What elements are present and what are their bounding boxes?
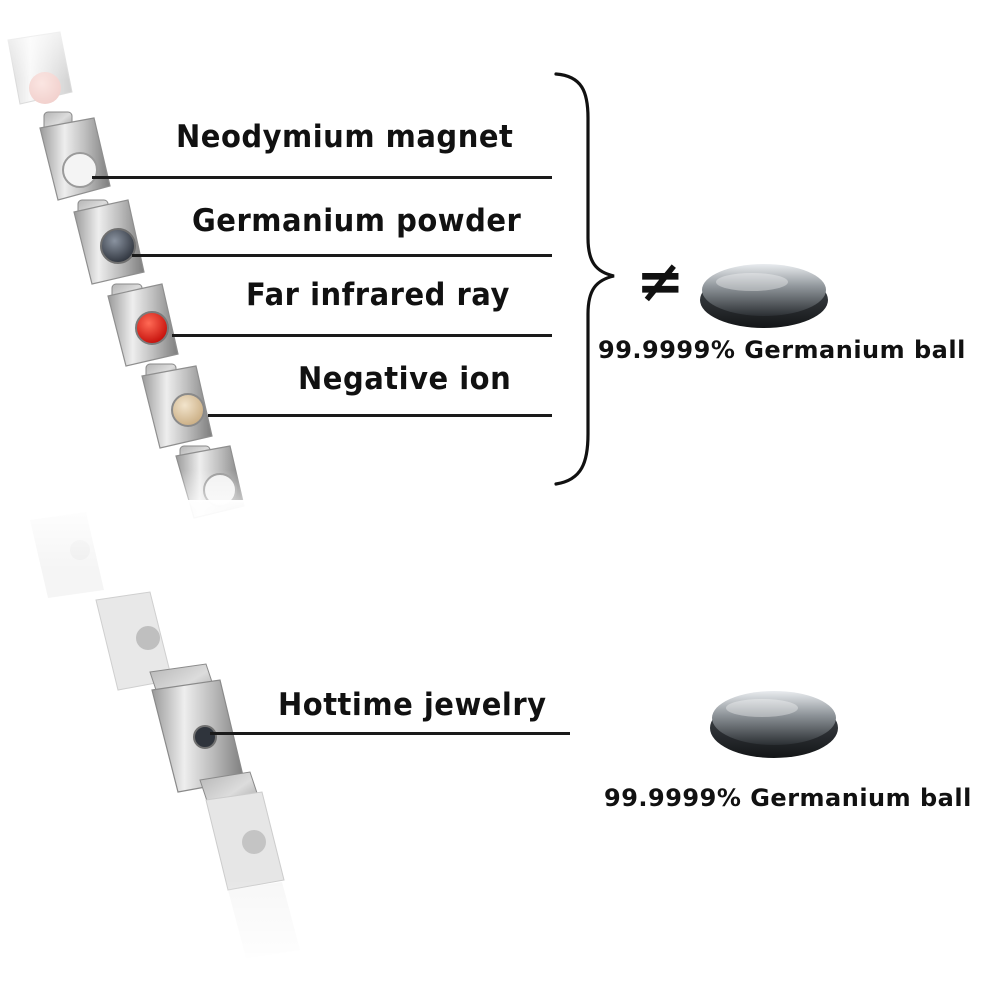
bottom-bracelet [0,500,320,970]
leader-line-neodymium-magnet [92,176,552,179]
leader-line-far-infrared-ray [172,334,552,337]
feature-label-germanium-powder: Germanium powder [192,202,522,239]
leader-line-negative-ion [208,414,552,417]
curly-bracket [554,72,615,486]
feature-label-far-infrared-ray: Far infrared ray [246,276,510,313]
germanium-ball-top [700,264,828,328]
top-bracelet [0,0,260,530]
leader-line-germanium-powder [132,254,552,257]
product-label-hottime-jewelry: Hottime jewelry [278,686,547,723]
not-equal-icon: ≠ [636,247,686,315]
feature-label-neodymium-magnet: Neodymium magnet [176,118,514,155]
feature-label-negative-ion: Negative ion [298,360,512,397]
leader-line-hottime-jewelry [210,732,570,735]
germanium-ball-bottom [710,691,838,758]
germanium-ball-caption-bottom: 99.9999% Germanium ball [604,784,972,812]
germanium-ball-caption-top: 99.9999% Germanium ball [598,336,966,364]
